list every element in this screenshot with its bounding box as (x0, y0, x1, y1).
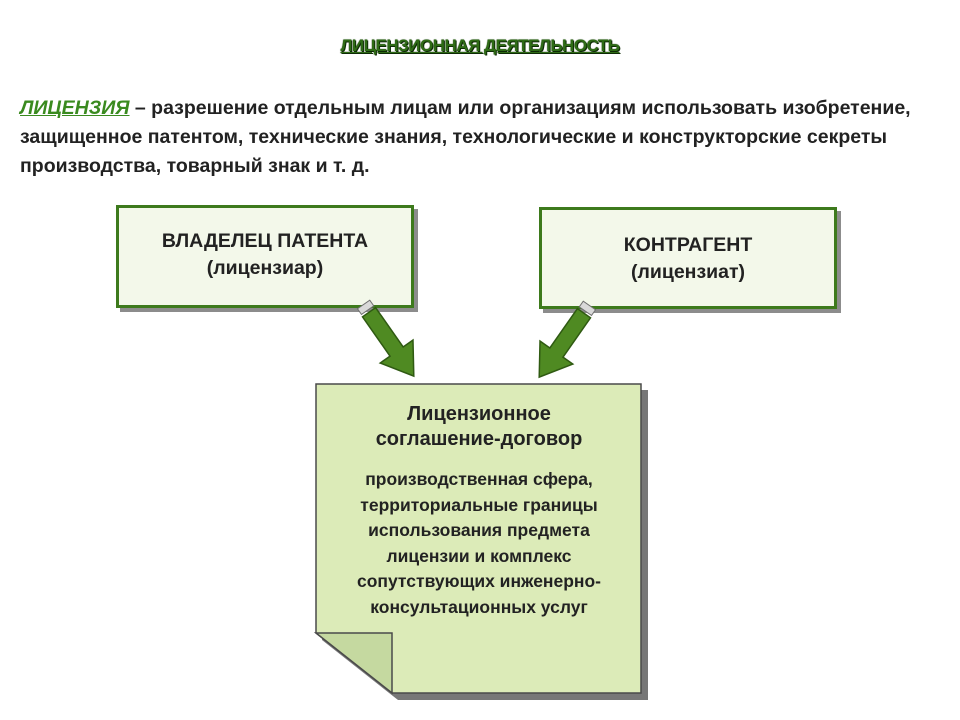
document-fold-icon (313, 632, 393, 695)
patent-owner-subtitle: (лицензиар) (206, 257, 324, 279)
patent-owner-box: ВЛАДЕЛЕЦ ПАТЕНТА (лицензиар) (116, 205, 414, 308)
patent-owner-title: ВЛАДЕЛЕЦ ПАТЕНТА (161, 230, 369, 252)
contractor-subtitle: (лицензиат) (630, 261, 746, 283)
agreement-body: производственная сфера, территориальные … (356, 469, 602, 617)
page-title: ЛИЦЕНЗИОННАЯ ДЕЯТЕЛЬНОСТЬ (340, 36, 620, 55)
agreement-title: Лицензионное соглашение-договор (375, 403, 583, 450)
contractor-title: КОНТРАГЕНТ (623, 234, 753, 256)
definition-text: – разрешение отдельным лицам или организ… (20, 97, 911, 177)
agreement-text: Лицензионное соглашение-договор производ… (316, 402, 642, 620)
license-definition: ЛИЦЕНЗИЯ – разрешение отдельным лицам ил… (20, 94, 950, 181)
contractor-box: КОНТРАГЕНТ (лицензиат) (539, 207, 837, 309)
definition-term: ЛИЦЕНЗИЯ (20, 97, 130, 119)
